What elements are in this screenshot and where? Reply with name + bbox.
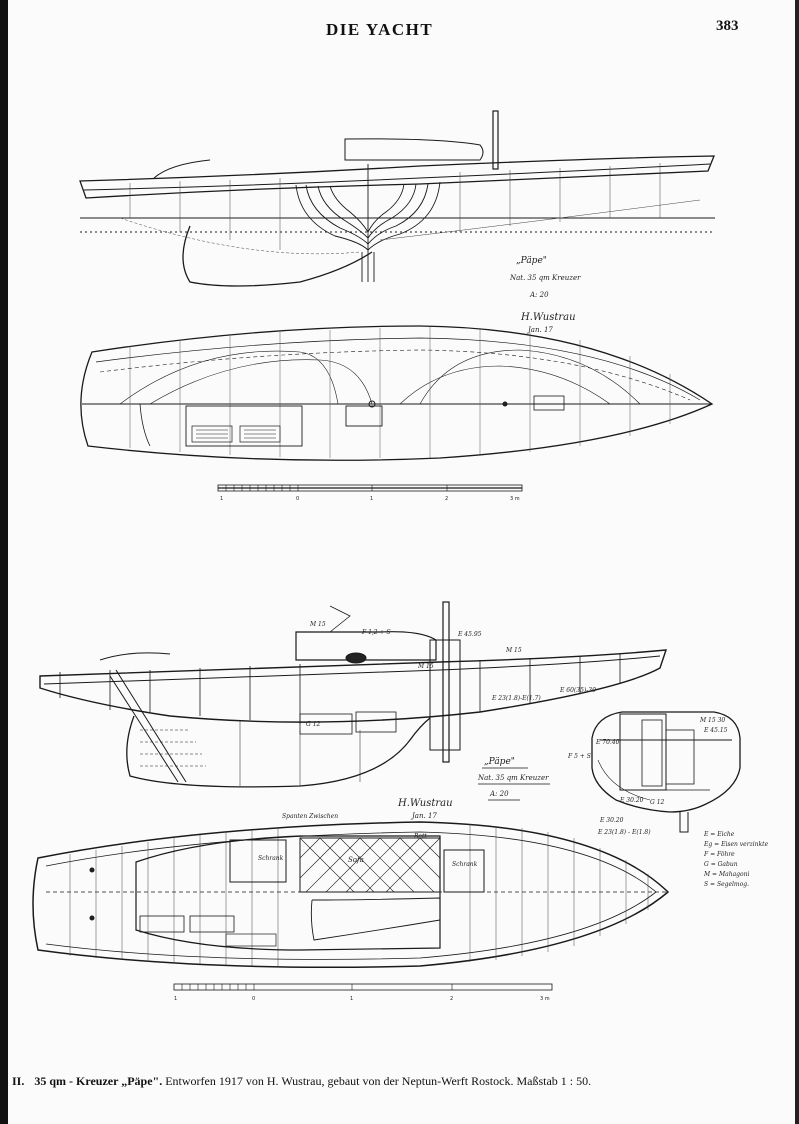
svg-text:E 30.20: E 30.20 (619, 797, 644, 804)
plan-labels: Schrank Sofa Schrank Bett Spanten Zwisch… (258, 813, 478, 868)
svg-text:E = Eiche: E = Eiche (703, 831, 735, 838)
lines-plan-profile (79, 110, 715, 287)
caption-scale: Maßstab 1 : 50. (516, 1074, 592, 1088)
drawing1-date: Jan. 17 (526, 326, 553, 334)
svg-text:F = Föhre: F = Föhre (703, 851, 735, 858)
scale1-tick-2: 1 (370, 496, 373, 502)
scan-edge-left (0, 0, 8, 1124)
accommodation-plan (32, 821, 670, 969)
scale2-tick-3: 2 (450, 996, 453, 1002)
svg-text:E 45.15: E 45.15 (703, 727, 728, 734)
lines-plan-title-block: „Päpe" Nat. 35 qm Kreuzer A: 20 H.Wustra… (509, 256, 581, 334)
drawing2-signature: H.Wustrau (397, 798, 453, 809)
midship-section (591, 711, 741, 833)
scale1-tick-0: 1 (220, 496, 223, 502)
scale2-tick-1: 0 (252, 996, 255, 1002)
scale2-tick-2: 1 (350, 996, 353, 1002)
svg-text:F 5 + S: F 5 + S (567, 753, 591, 760)
scale1-tick-3: 2 (445, 496, 448, 502)
svg-text:E 23(1.8) - E(1.8): E 23(1.8) - E(1.8) (597, 829, 651, 836)
svg-text:G 12: G 12 (650, 799, 665, 806)
svg-text:Spanten Zwischen: Spanten Zwischen (282, 813, 338, 820)
svg-text:E 45.95: E 45.95 (457, 631, 482, 638)
scale-bar-1 (217, 484, 523, 492)
scale2-tick-0: 1 (174, 996, 177, 1002)
scan-edge-right (795, 0, 799, 1124)
drawing1-scale: A: 20 (529, 291, 549, 299)
scale1-tick-1: 0 (296, 496, 299, 502)
construction-annotations: M 15 F 1,2 + S M 15 E 45.95 M 15 E 23(1.… (306, 621, 596, 728)
svg-text:E 70.40: E 70.40 (595, 739, 620, 746)
svg-text:Schrank: Schrank (258, 855, 284, 862)
drawing1-name: „Päpe" (516, 256, 547, 266)
construction-title-block: „Päpe" Nat. 35 qm Kreuzer A: 20 H.Wustra… (397, 757, 549, 820)
svg-text:G 12: G 12 (306, 721, 321, 728)
svg-text:E 23(1.8)-E(1.7): E 23(1.8)-E(1.7) (491, 695, 541, 702)
svg-text:Eg = Eisen verzinkte: Eg = Eisen verzinkte (703, 841, 769, 848)
caption-title: 35 qm - Kreuzer „Päpe". (34, 1074, 163, 1088)
scale2-tick-4: 3 m (540, 996, 550, 1002)
drawing2-scale: A: 20 (489, 790, 509, 798)
journal-title: DIE YACHT (326, 20, 434, 39)
svg-text:G = Gabun: G = Gabun (704, 861, 738, 868)
drawing1-signature: H.Wustrau (520, 312, 576, 323)
svg-text:S = Segelmog.: S = Segelmog. (704, 881, 749, 888)
drawing1-class: Nat. 35 qm Kreuzer (509, 274, 581, 282)
drawing2-class: Nat. 35 qm Kreuzer (477, 774, 549, 782)
drawing2-date: Jan. 17 (410, 812, 437, 820)
page-number: 383 (716, 18, 739, 34)
svg-text:M = Mahagoni: M = Mahagoni (703, 871, 749, 878)
material-legend: E = Eiche Eg = Eisen verzinkte F = Föhre… (703, 831, 769, 888)
scale1-tick-4: 3 m (510, 496, 520, 502)
half-breadth-plan (80, 325, 714, 461)
figure-caption: II. 35 qm - Kreuzer „Päpe". Entworfen 191… (12, 1074, 792, 1089)
caption-text: Entworfen 1917 von H. Wustrau, gebaut vo… (165, 1074, 514, 1088)
svg-text:F 1,2 + S: F 1,2 + S (361, 629, 391, 636)
svg-text:Schrank: Schrank (452, 861, 478, 868)
svg-text:Bett: Bett (413, 833, 427, 840)
svg-text:E 60(35)-30: E 60(35)-30 (559, 687, 596, 694)
svg-text:M 15: M 15 (505, 647, 522, 654)
svg-text:M 15: M 15 (309, 621, 326, 628)
page-header: DIE YACHT 383 (0, 18, 799, 44)
drawing2-name: „Päpe" (484, 757, 515, 767)
svg-text:Sofa: Sofa (348, 856, 364, 864)
midship-annotations: M 15 30 E 45.15 F 5 + S E 70.40 E 30.20 … (567, 717, 728, 836)
svg-text:M 15: M 15 (417, 663, 434, 670)
construction-profile (39, 601, 668, 788)
scale-bar-2 (173, 983, 553, 991)
svg-text:E 30.20: E 30.20 (599, 817, 624, 824)
svg-text:M 15 30: M 15 30 (699, 717, 725, 724)
caption-number: II. (12, 1074, 25, 1088)
